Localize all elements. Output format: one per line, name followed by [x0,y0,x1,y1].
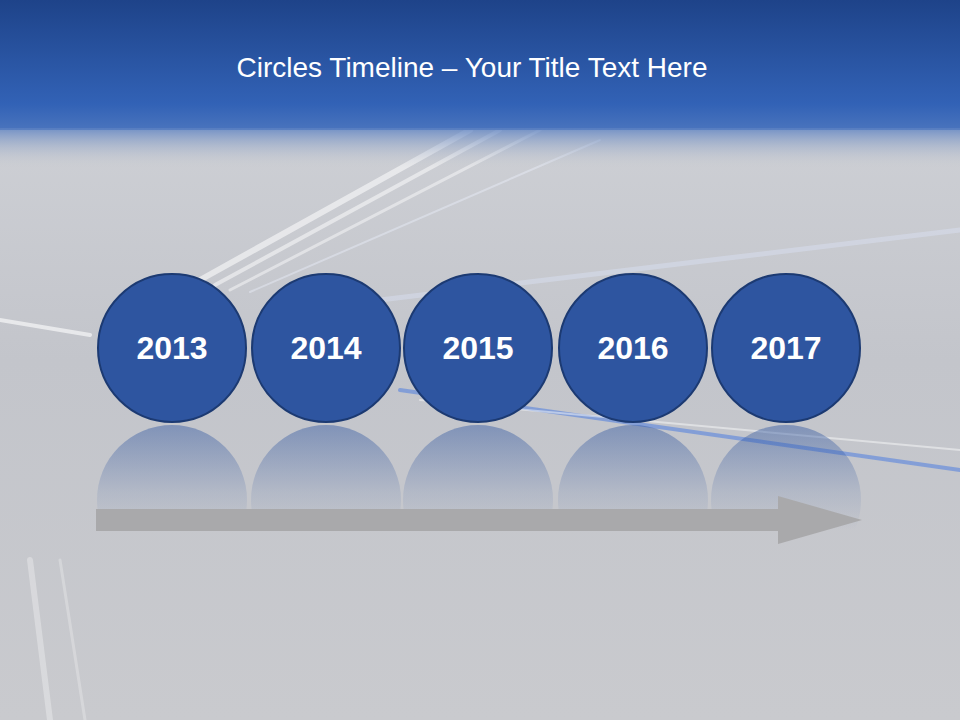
year-circle: 2013 [97,273,247,423]
year-circle: 2015 [403,273,553,423]
slide-title: Circles Timeline – Your Title Text Here [0,52,944,84]
year-circle: 2014 [251,273,401,423]
year-label: 2015 [442,330,513,367]
circle-reflections [97,425,861,575]
year-circle: 2016 [558,273,708,423]
year-label: 2014 [290,330,361,367]
timeline-arrow [96,509,780,531]
year-circle: 2017 [711,273,861,423]
year-label: 2016 [597,330,668,367]
year-label: 2017 [750,330,821,367]
timeline-arrowhead [778,496,862,544]
year-label: 2013 [136,330,207,367]
